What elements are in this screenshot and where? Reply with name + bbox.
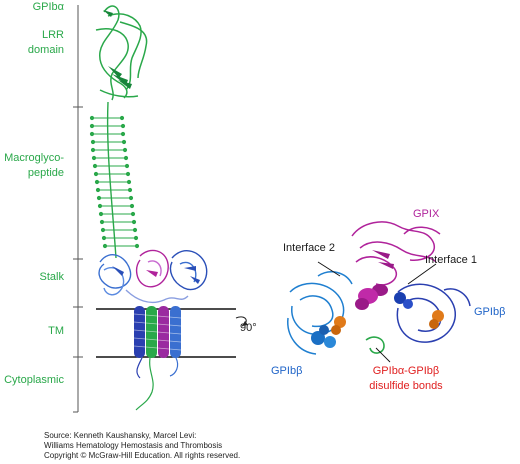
label-macroglyco-line1: Macroglyco-	[4, 152, 64, 164]
source-line-1: Source: Kenneth Kaushansky, Marcel Levi:	[44, 431, 197, 440]
label-gpib-alpha: GPIbα	[32, 1, 64, 13]
transmembrane-helices	[133, 306, 182, 358]
figure: GPIbα LRR domain Macroglyco- peptide Sta…	[4, 1, 506, 413]
label-lrr-domain-line1: LRR	[41, 29, 64, 41]
label-disulfide-line2: disulfide bonds	[369, 380, 443, 392]
domain-axis-bracket	[73, 5, 83, 413]
label-lrr-domain-line2: domain	[27, 44, 64, 56]
source-credit: Source: Kenneth Kaushansky, Marcel Levi:…	[44, 431, 240, 461]
lrr-domain-strands	[103, 10, 132, 89]
label-gpib-beta-left: GPIbβ	[271, 365, 303, 377]
gpib-beta-right-spheres	[394, 292, 413, 309]
label-cytoplasmic: Cytoplasmic	[4, 374, 64, 386]
cytoplasmic-tail	[135, 357, 179, 411]
label-gpib-beta-right: GPIbβ	[474, 306, 506, 318]
label-stalk: Stalk	[39, 271, 64, 283]
label-tm: TM	[48, 325, 64, 337]
label-interface-2: Interface 2	[283, 242, 335, 254]
rotation-arrowhead	[242, 321, 248, 326]
source-line-3: Copyright © McGraw-Hill Education. All r…	[44, 451, 241, 460]
rotation-angle-label: 90°	[240, 322, 257, 334]
macroglycopeptide-ladder	[89, 101, 140, 259]
stalk-strands-magenta	[146, 270, 158, 277]
label-interface-1: Interface 1	[425, 254, 477, 266]
structure-illustration	[73, 5, 471, 413]
interface-spheres	[355, 288, 378, 310]
gpib-alpha-segment	[365, 336, 385, 354]
gpix-ribbon	[351, 221, 441, 286]
source-line-2: Williams Hematology Hemostasis and Throm…	[44, 441, 223, 450]
stalk-strands	[112, 266, 200, 284]
callout-lines	[317, 261, 437, 363]
gpib-beta-left-spheres	[311, 325, 336, 348]
label-disulfide-line1: GPIbα-GPIbβ	[372, 365, 440, 377]
label-macroglyco-line2: peptide	[27, 167, 64, 179]
orange-spheres	[331, 310, 444, 335]
label-gpix: GPIX	[413, 208, 440, 220]
lrr-domain-ribbon	[95, 5, 148, 101]
